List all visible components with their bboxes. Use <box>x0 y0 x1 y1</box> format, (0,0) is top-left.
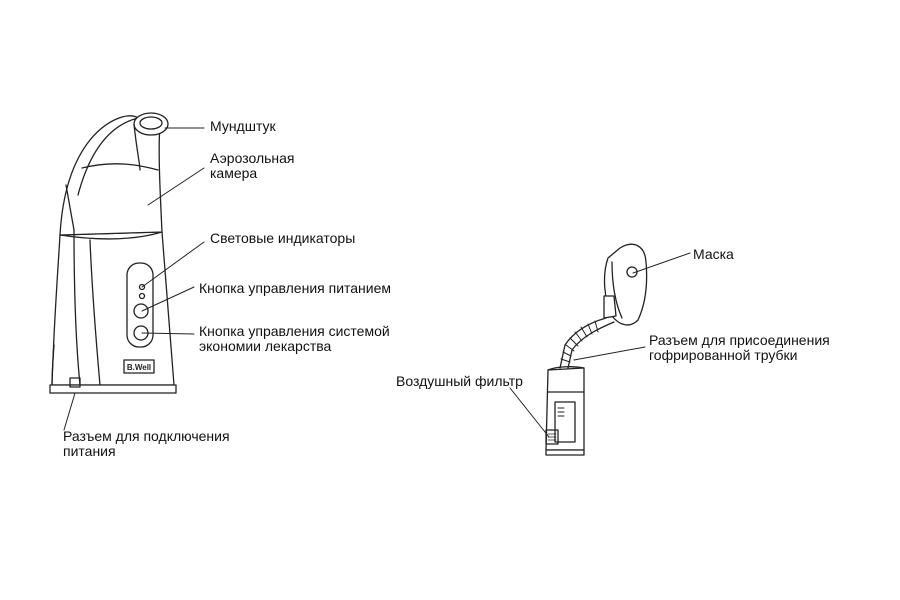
indicator-light-1 <box>138 283 146 291</box>
label-tube-connector: Разъем для присоединения гофрированной т… <box>649 332 830 363</box>
corrugated-tube <box>559 317 615 369</box>
label-mouthpiece: Мундштук <box>210 118 276 134</box>
power-button-shape <box>133 303 149 319</box>
brand-plate <box>123 359 155 374</box>
indicator-light-2 <box>138 292 146 300</box>
label-aerosol-chamber: Аэрозольная камера <box>210 150 295 181</box>
leader-lines <box>63 127 691 438</box>
nebulizer-body <box>51 231 175 386</box>
label-light-indicators: Световые индикаторы <box>210 230 356 246</box>
air-filter-shape <box>545 429 559 445</box>
label-mask: Маска <box>693 246 734 262</box>
power-jack-shape <box>69 377 81 388</box>
brand-text: B.Well <box>127 363 151 372</box>
label-power-jack: Разъем для подключения питания <box>63 428 230 459</box>
compressor-unit <box>545 243 648 456</box>
handheld-nebulizer: B.Well <box>49 112 177 394</box>
control-panel <box>126 262 154 348</box>
mouthpiece-shape <box>133 112 169 136</box>
compressor-body <box>545 367 585 451</box>
label-saving-button: Кнопка управления системой экономии лека… <box>199 323 390 354</box>
label-air-filter: Воздушный фильтр <box>396 373 523 389</box>
label-power-button: Кнопка управления питанием <box>199 280 392 296</box>
